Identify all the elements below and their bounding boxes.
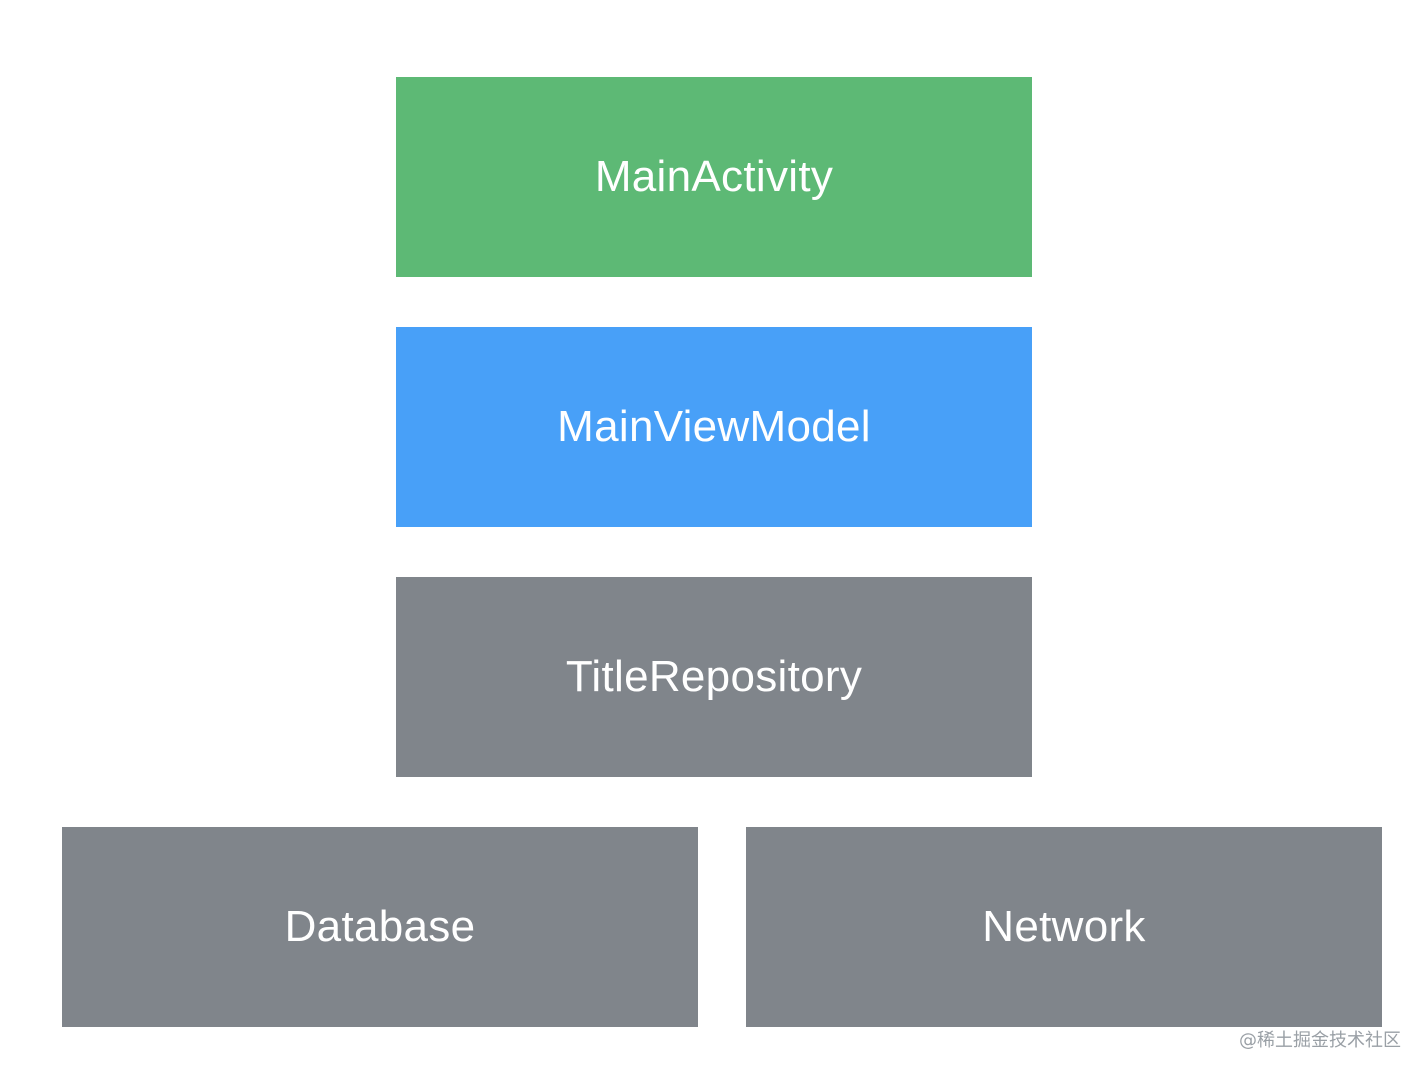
title-repository-box: TitleRepository bbox=[396, 577, 1032, 777]
network-label: Network bbox=[982, 902, 1146, 951]
main-view-model-label: MainViewModel bbox=[557, 402, 871, 451]
title-repository-label: TitleRepository bbox=[565, 652, 863, 701]
watermark: @稀土掘金技术社区 bbox=[1239, 1030, 1401, 1051]
main-view-model-box: MainViewModel bbox=[396, 327, 1032, 527]
main-activity-label: MainActivity bbox=[594, 152, 834, 201]
network-box: Network bbox=[746, 827, 1382, 1027]
database-box: Database bbox=[62, 827, 698, 1027]
main-activity-box: MainActivity bbox=[396, 77, 1032, 277]
database-label: Database bbox=[284, 902, 476, 951]
